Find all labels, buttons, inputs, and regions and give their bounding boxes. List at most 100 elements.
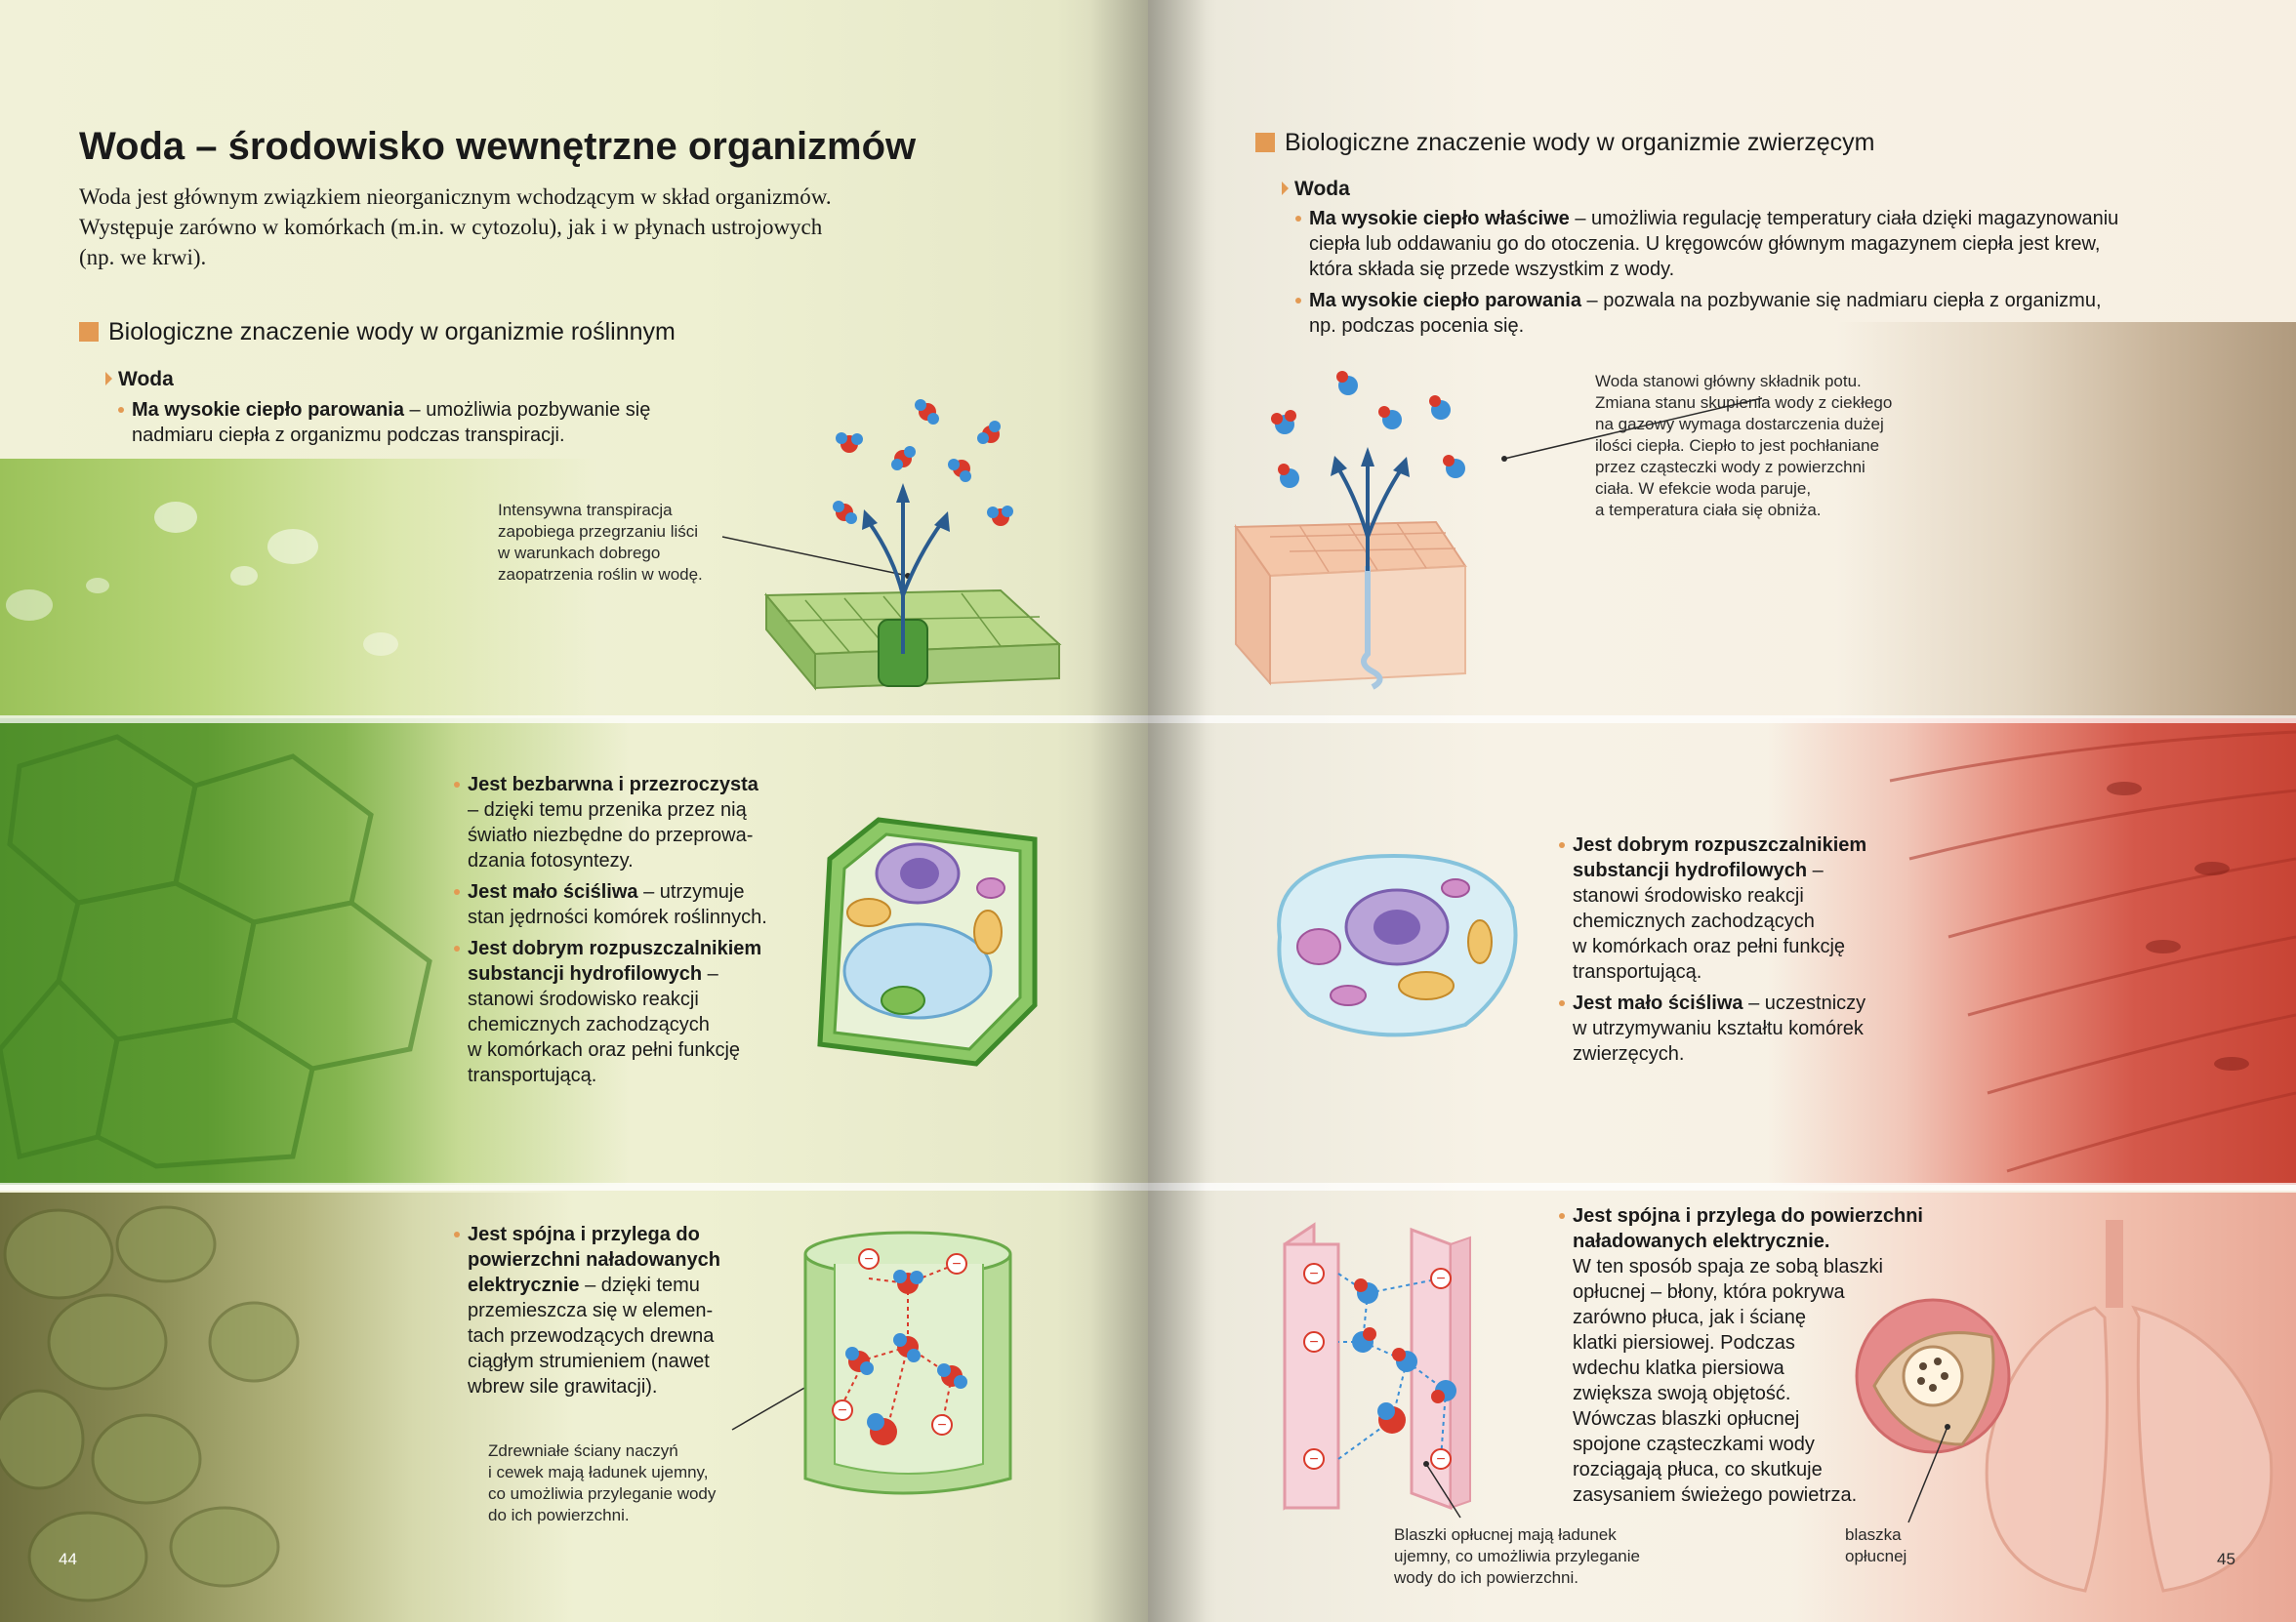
negative-charge-icons: − − − − bbox=[832, 1248, 967, 1436]
property-text: światło niezbędne do przeprowa- bbox=[468, 825, 754, 846]
property-text: – pozwala na pozbywanie się nadmiaru cie… bbox=[1580, 290, 2102, 311]
property-text: chemicznych zachodzących bbox=[1573, 911, 1815, 932]
pleura-layers-illustration: − − − − − bbox=[1283, 1222, 1471, 1519]
property-text: w komórkach oraz pełni funkcję bbox=[1573, 936, 1846, 957]
subheading-woda: Woda bbox=[1282, 176, 1350, 203]
band-divider bbox=[0, 1183, 1148, 1191]
property-text: ciągłym strumieniem (nawet bbox=[468, 1351, 710, 1372]
pleura-zoom-illustration bbox=[1855, 1298, 2011, 1523]
property-text: tach przewodzących drewna bbox=[468, 1325, 715, 1347]
property-bold: Jest dobrym rozpuszczalnikiem bbox=[1573, 834, 1867, 856]
caption-line: do ich powierzchni. bbox=[488, 1506, 630, 1524]
minus-icon: − bbox=[864, 1251, 873, 1268]
animal-property-cohesion: Jest spójna i przylega do powierzchni nał… bbox=[1559, 1203, 1930, 1514]
caption-line: wody do ich powierzchni. bbox=[1394, 1568, 1578, 1587]
minus-icon: − bbox=[1436, 1451, 1445, 1468]
animal-properties-list: Jest dobrym rozpuszczalnikiem substancji … bbox=[1559, 832, 1910, 1073]
property-bold: Jest spójna i przylega do bbox=[468, 1224, 700, 1245]
minus-icon: − bbox=[1309, 1266, 1318, 1282]
property-text: która składa się przede wszystkim z wody… bbox=[1309, 259, 1675, 280]
section-heading-plant: Biologiczne znaczenie wody w organizmie … bbox=[79, 316, 676, 347]
caption-line: i cewek mają ładunek ujemny, bbox=[488, 1463, 709, 1481]
caption-line: ujemny, co umożliwia przyleganie bbox=[1394, 1547, 1640, 1565]
caption-line: ilości ciepła. Ciepło to jest pochłanian… bbox=[1595, 436, 1880, 455]
caption-line: Woda stanowi główny składnik potu. bbox=[1595, 372, 1862, 390]
property-text: opłucnej – błony, która pokrywa bbox=[1573, 1281, 1845, 1303]
band-divider bbox=[1148, 1183, 2296, 1191]
property-bold: Ma wysokie ciepło parowania bbox=[1309, 290, 1581, 311]
property-text: – bbox=[702, 963, 718, 985]
property-text: – bbox=[1807, 860, 1824, 881]
caption-transpiration: Intensywna transpiracja zapobiega przegr… bbox=[498, 500, 732, 586]
caption-sweat: Woda stanowi główny składnik potu. Zmian… bbox=[1595, 371, 1947, 521]
property-bold: elektrycznie bbox=[468, 1275, 580, 1296]
caption-line: Intensywna transpiracja bbox=[498, 501, 673, 519]
property-text: np. podczas pocenia się. bbox=[1309, 315, 1525, 337]
property-bold: Jest mało ściśliwa bbox=[468, 881, 638, 903]
page-fold-shadow bbox=[1148, 0, 1207, 1622]
page-fold-shadow bbox=[1089, 0, 1148, 1622]
minus-icon: − bbox=[1309, 1451, 1318, 1468]
skin-sweat-illustration bbox=[1234, 371, 1763, 690]
property-text: stanowi środowisko reakcji bbox=[1573, 885, 1804, 907]
property-text: – utrzymuje bbox=[637, 881, 745, 903]
plant-cell-illustration bbox=[817, 817, 1038, 1067]
section-square-marker bbox=[1255, 133, 1275, 152]
intro-paragraph: Woda jest głównym związkiem nieorganiczn… bbox=[79, 182, 958, 272]
property-text: transportującą. bbox=[468, 1065, 597, 1086]
section-heading-text: Biologiczne znaczenie wody w organizmie … bbox=[108, 318, 676, 345]
subheading-text: Woda bbox=[118, 368, 174, 390]
property-text: stanowi środowisko reakcji bbox=[468, 989, 699, 1010]
water-molecules bbox=[1271, 371, 1465, 488]
section-square-marker bbox=[79, 322, 99, 342]
property-text: klatki piersiowej. Podczas bbox=[1573, 1332, 1795, 1354]
lungs-decoration bbox=[1985, 1220, 2274, 1593]
property-text: transportującą. bbox=[1573, 961, 1702, 983]
negative-charge-icons: − − − − − bbox=[1303, 1263, 1452, 1470]
caption-line: zapobiega przegrzaniu liści bbox=[498, 522, 699, 541]
water-molecules bbox=[845, 1270, 967, 1445]
page-number: 45 bbox=[2217, 1550, 2235, 1568]
plant-tissue-decoration bbox=[0, 1205, 300, 1602]
muscle-fibers-decoration bbox=[1889, 730, 2296, 1173]
band-divider bbox=[0, 715, 1148, 723]
caption-xylem-walls: Zdrewniałe ściany naczyń i cewek mają ła… bbox=[488, 1440, 752, 1526]
subheading-text: Woda bbox=[1294, 178, 1350, 200]
caption-line: w warunkach dobrego bbox=[498, 544, 661, 562]
subheading-woda: Woda bbox=[105, 366, 174, 393]
water-droplets-decoration bbox=[6, 502, 398, 656]
property-bold: Jest bezbarwna i przezroczysta bbox=[468, 774, 758, 795]
property-text: rozciągają płuca, co skutkuje bbox=[1573, 1459, 1823, 1480]
property-text: wbrew sile grawitacji). bbox=[468, 1376, 658, 1398]
intro-line: Woda jest głównym związkiem nieorganiczn… bbox=[79, 184, 832, 209]
water-molecules bbox=[833, 399, 1013, 526]
property-text: w komórkach oraz pełni funkcję bbox=[468, 1039, 741, 1061]
property-bold: Jest spójna i przylega do powierzchni bbox=[1573, 1205, 1923, 1227]
property-text: zasysaniem świeżego powietrza. bbox=[1573, 1484, 1858, 1506]
plant-property-evaporation: Ma wysokie ciepło parowania – umożliwia … bbox=[118, 397, 743, 454]
triangle-marker-icon bbox=[105, 372, 112, 385]
animal-cell-illustration bbox=[1277, 854, 1518, 1037]
caption-line: Blaszki opłucnej mają ładunek bbox=[1394, 1525, 1617, 1544]
minus-icon: − bbox=[1436, 1271, 1445, 1287]
page-number: 44 bbox=[59, 1550, 77, 1568]
band-divider bbox=[1148, 715, 2296, 723]
property-bold: naładowanych elektrycznie. bbox=[1573, 1231, 1830, 1252]
right-page: Biologiczne znaczenie wody w organizmie … bbox=[1148, 0, 2296, 1622]
caption-line: opłucnej bbox=[1845, 1547, 1907, 1565]
property-text: ciepła lub oddawaniu go do otoczenia. U … bbox=[1309, 233, 2101, 255]
property-text: W ten sposób spaja ze sobą blaszki bbox=[1573, 1256, 1883, 1277]
property-bold: substancji hydrofilowych bbox=[1573, 860, 1808, 881]
caption-line: ciała. W efekcie woda paruje, bbox=[1595, 479, 1812, 498]
property-bold: Jest mało ściśliwa bbox=[1573, 993, 1743, 1014]
caption-line: a temperatura ciała się obniża. bbox=[1595, 501, 1822, 519]
property-bold: Ma wysokie ciepło właściwe bbox=[1309, 208, 1570, 229]
property-text: zarówno płuca, jak i ścianę bbox=[1573, 1307, 1807, 1328]
water-molecules bbox=[1352, 1278, 1456, 1434]
property-text: spojone cząsteczkami wody bbox=[1573, 1434, 1815, 1455]
property-bold: Ma wysokie ciepło parowania bbox=[132, 399, 404, 421]
property-text: – uczestniczy bbox=[1742, 993, 1866, 1014]
section-heading-text: Biologiczne znaczenie wody w organizmie … bbox=[1285, 129, 1875, 156]
caption-line: Zdrewniałe ściany naczyń bbox=[488, 1441, 678, 1460]
